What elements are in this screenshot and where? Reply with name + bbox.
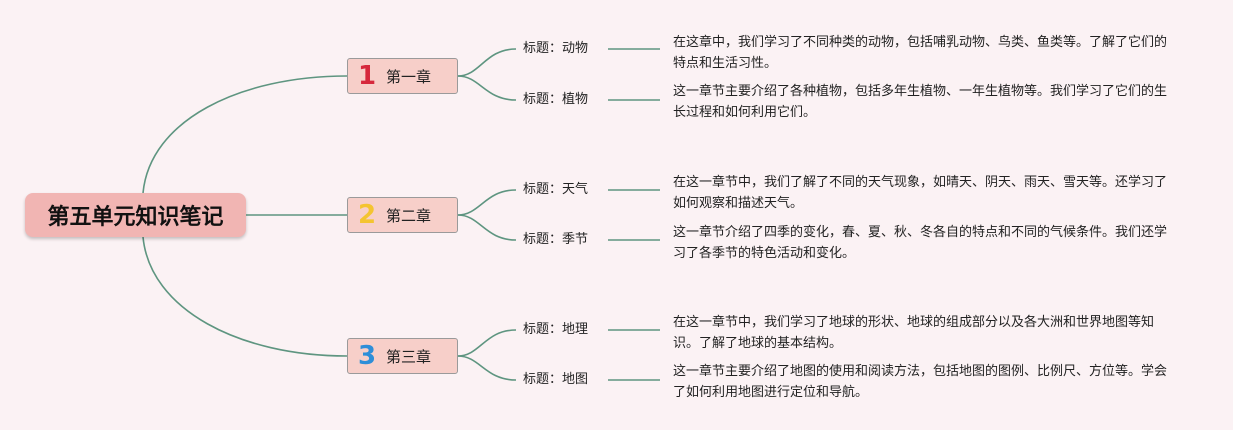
topic-node-3-2[interactable]: 标题：地图 [523, 372, 589, 387]
topic-description-2-2: 这一章节介绍了四季的变化，春、夏、秋、冬各自的特点和不同的气候条件。我们还学习了… [673, 225, 1168, 261]
topic-node-2-1[interactable]: 标题：天气 [523, 182, 589, 197]
connector-ch3-topic1 [457, 329, 517, 357]
root-node[interactable]: 第五单元知识笔记 [25, 193, 246, 237]
chapter-number-1: 1 [357, 61, 377, 91]
chapter-node-3[interactable]: 3 第三章 [347, 338, 458, 374]
chapter-label-1: 第一章 [386, 67, 432, 86]
topic-node-2-2[interactable]: 标题：季节 [523, 232, 589, 247]
chapter-label-3: 第三章 [386, 347, 432, 366]
topic-node-1-1[interactable]: 标题：动物 [523, 41, 589, 56]
topic-description-2-1: 在这一章节中，我们了解了不同的天气现象，如晴天、阴天、雨天、雪天等。还学习了如何… [673, 175, 1168, 211]
connector-ch1-topic1 [457, 48, 517, 77]
topic-description-1-2: 这一章节主要介绍了各种植物，包括多年生植物、一年生植物等。我们学习了它们的生长过… [673, 84, 1168, 120]
topic-node-1-2[interactable]: 标题：植物 [523, 92, 589, 107]
connector-ch1-topic2 [457, 75, 517, 101]
connector-ch2-topic1 [457, 189, 517, 216]
chapter-number-2: 2 [357, 200, 377, 230]
root-title: 第五单元知识笔记 [47, 205, 224, 230]
connector-ch3-topic2 [457, 355, 517, 381]
chapter-node-1[interactable]: 1 第一章 [347, 58, 458, 94]
topic-description-3-1: 在这一章节中，我们学习了地球的形状、地球的组成部分以及各大洲和世界地图等知识。了… [673, 315, 1155, 351]
chapter-node-2[interactable]: 2 第二章 [347, 197, 458, 233]
connector-ch2-topic2 [457, 214, 517, 241]
chapter-label-2: 第二章 [386, 206, 432, 225]
topic-description-3-2: 这一章节主要介绍了地图的使用和阅读方法，包括地图的图例、比例尺、方位等。学会了如… [673, 364, 1168, 400]
connector-root-ch1 [142, 75, 348, 194]
chapter-number-3: 3 [357, 341, 377, 371]
topic-node-3-1[interactable]: 标题：地理 [523, 322, 589, 337]
connector-root-ch3 [142, 236, 348, 357]
topic-description-1-1: 在这章中，我们学习了不同种类的动物，包括哺乳动物、鸟类、鱼类等。了解了它们的特点… [673, 35, 1168, 71]
